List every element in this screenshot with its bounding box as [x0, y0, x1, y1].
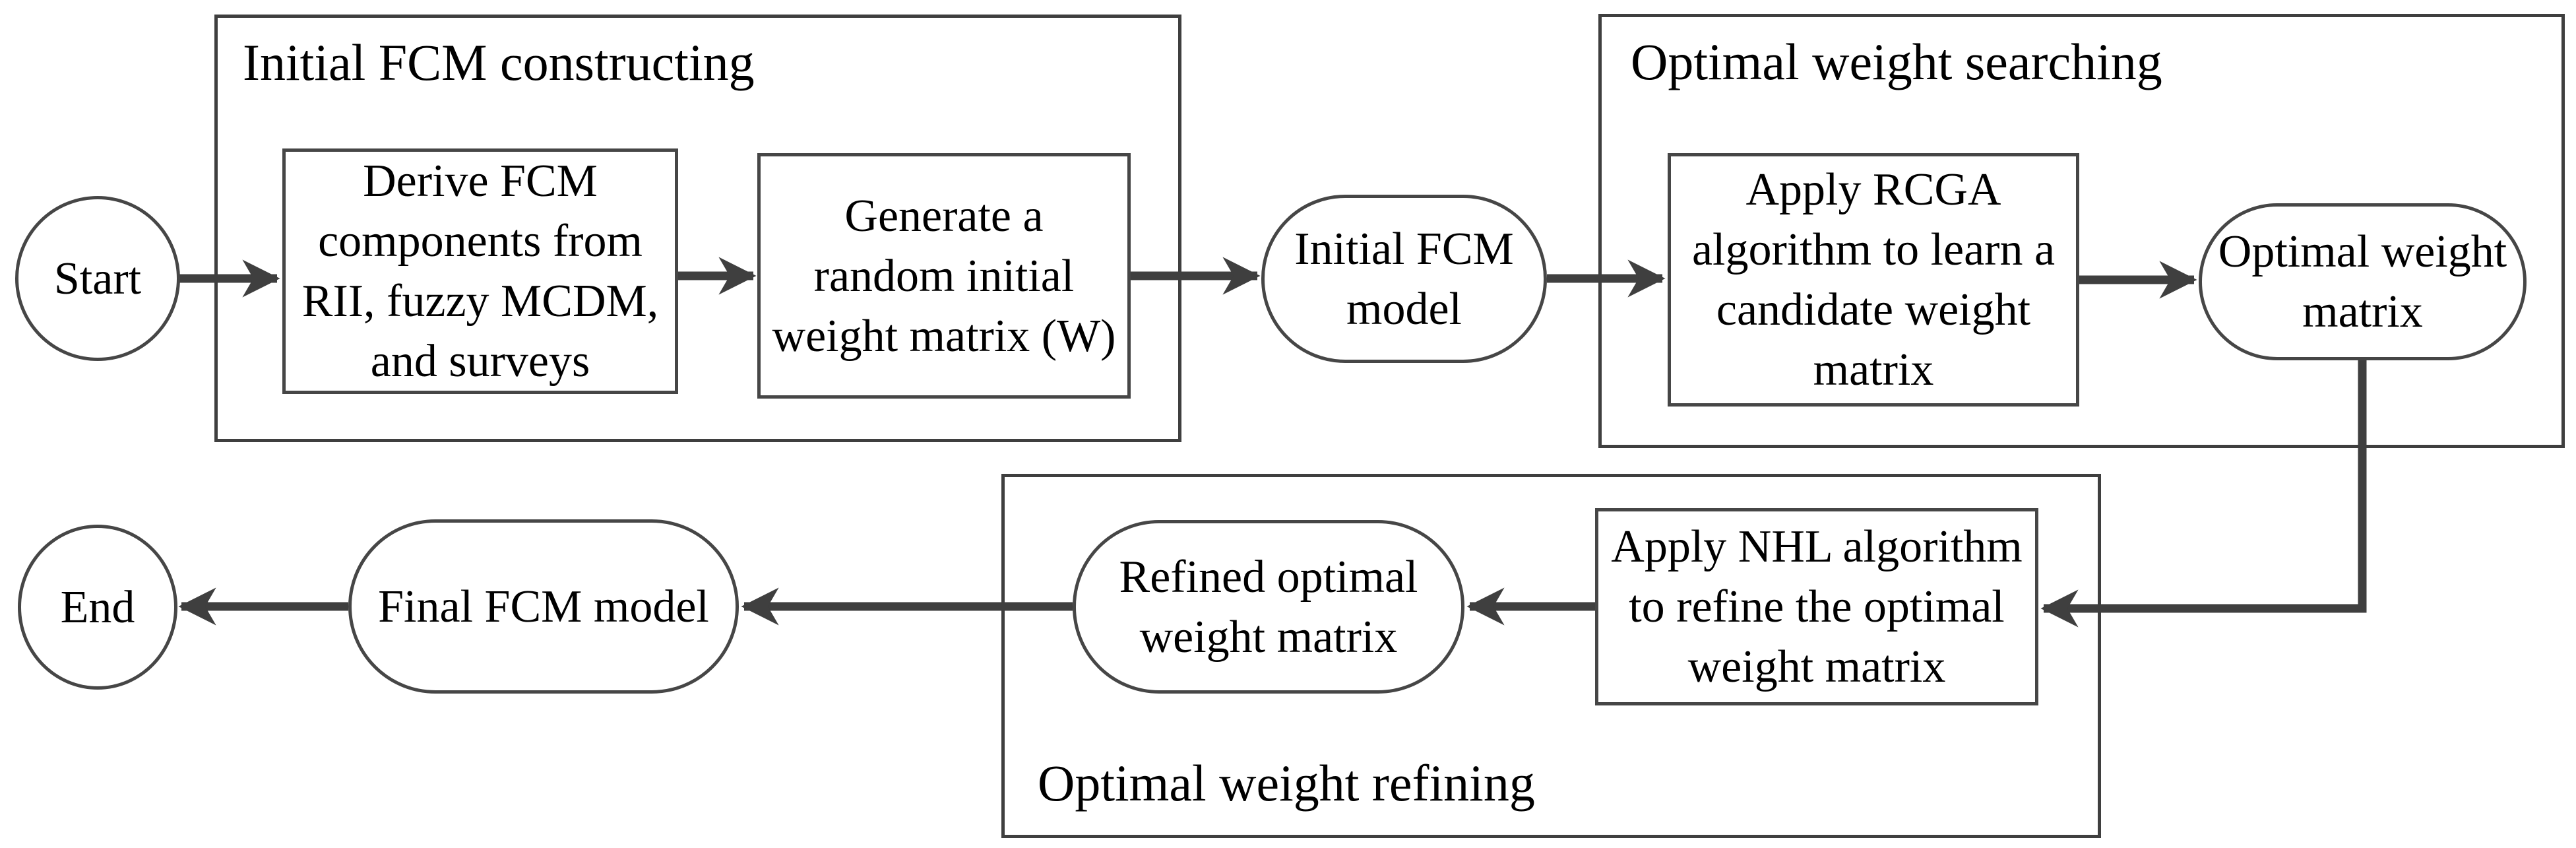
group-label-optimal-weight-refining: Optimal weight refining: [1038, 754, 1535, 812]
node-start-label: Start: [53, 253, 142, 304]
node-optimal-weight-matrix: Optimal weight matrix: [2199, 203, 2527, 360]
node-final-fcm-model-label: Final FCM model: [378, 581, 709, 632]
node-optimal-weight-matrix-label: Optimal weight matrix: [2218, 226, 2507, 337]
node-initial-fcm-model-label: Initial FCM model: [1294, 223, 1514, 335]
node-derive-fcm-components: Derive FCM components from RII, fuzzy MC…: [282, 148, 678, 394]
group-label-optimal-weight-searching: Optimal weight searching: [1631, 33, 2162, 90]
node-apply-rcga-label: Apply RCGA algorithm to learn a candidat…: [1691, 164, 2056, 395]
group-optimal-weight-searching: Optimal weight searching: [1598, 14, 2565, 448]
node-generate-random-matrix-label: Generate a random initial weight matrix …: [772, 190, 1116, 362]
node-derive-fcm-components-label: Derive FCM components from RII, fuzzy MC…: [301, 156, 659, 387]
node-start: Start: [15, 196, 180, 361]
node-refined-optimal-weight-matrix: Refined optimal weight matrix: [1073, 520, 1464, 694]
node-end-label: End: [60, 581, 135, 633]
node-end: End: [18, 525, 177, 690]
group-optimal-weight-refining: Optimal weight refining: [1001, 474, 2101, 838]
node-final-fcm-model: Final FCM model: [348, 519, 739, 694]
group-initial-fcm-constructing: Initial FCM constructing: [214, 15, 1181, 442]
node-apply-nhl: Apply NHL algorithm to refine the optima…: [1595, 508, 2038, 705]
node-apply-nhl-label: Apply NHL algorithm to refine the optima…: [1611, 521, 2023, 692]
node-refined-optimal-weight-matrix-label: Refined optimal weight matrix: [1119, 551, 1418, 663]
node-apply-rcga: Apply RCGA algorithm to learn a candidat…: [1668, 153, 2079, 407]
group-label-initial-fcm-constructing: Initial FCM constructing: [243, 34, 755, 91]
node-generate-random-matrix: Generate a random initial weight matrix …: [757, 153, 1131, 399]
arrow-optimal-weight-to-nhl: [2040, 360, 2367, 628]
node-initial-fcm-model: Initial FCM model: [1261, 195, 1547, 363]
